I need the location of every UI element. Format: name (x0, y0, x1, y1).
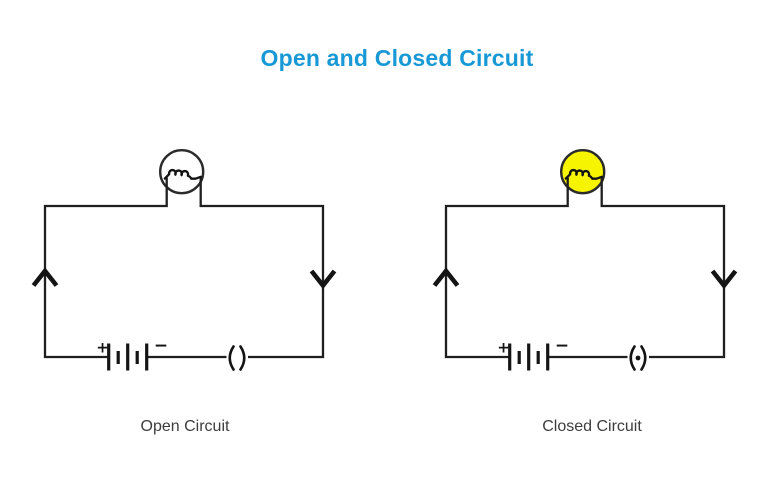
circuit-wire (43, 176, 325, 359)
circuit-wire (444, 176, 726, 359)
current-arrow-up-icon (31, 267, 59, 287)
switch-open-icon (228, 345, 246, 371)
battery-plus-label: + (96, 339, 109, 357)
closed-circuit-svg: + − (432, 149, 738, 371)
current-arrow-down-icon (710, 269, 738, 290)
filament-icon (163, 168, 202, 180)
battery-minus-label: − (555, 336, 569, 356)
switch-closed-icon (629, 345, 647, 371)
switch-right-contact (239, 345, 246, 371)
current-arrow-up-icon (432, 267, 460, 287)
switch-left-contact (228, 345, 235, 371)
open-circuit-svg: + − (31, 149, 337, 371)
closed-circuit-label: Closed Circuit (542, 418, 642, 435)
closed-circuit-diagram: + − (431, 130, 741, 380)
battery-icon: + − (96, 336, 168, 371)
switch-dot-icon (635, 355, 641, 361)
battery-plus-label: + (497, 339, 510, 357)
filament-icon (564, 168, 603, 180)
current-arrow-down-icon (309, 269, 337, 290)
battery-icon: + − (497, 336, 569, 371)
switch-right-contact (640, 345, 647, 371)
page-title: Open and Closed Circuit (260, 45, 534, 71)
battery-minus-label: − (154, 336, 168, 356)
open-circuit-diagram: + − (30, 130, 340, 380)
open-circuit-label: Open Circuit (140, 418, 230, 435)
switch-left-contact (629, 345, 636, 371)
page-title-row: Open and Closed Circuit (0, 45, 768, 72)
